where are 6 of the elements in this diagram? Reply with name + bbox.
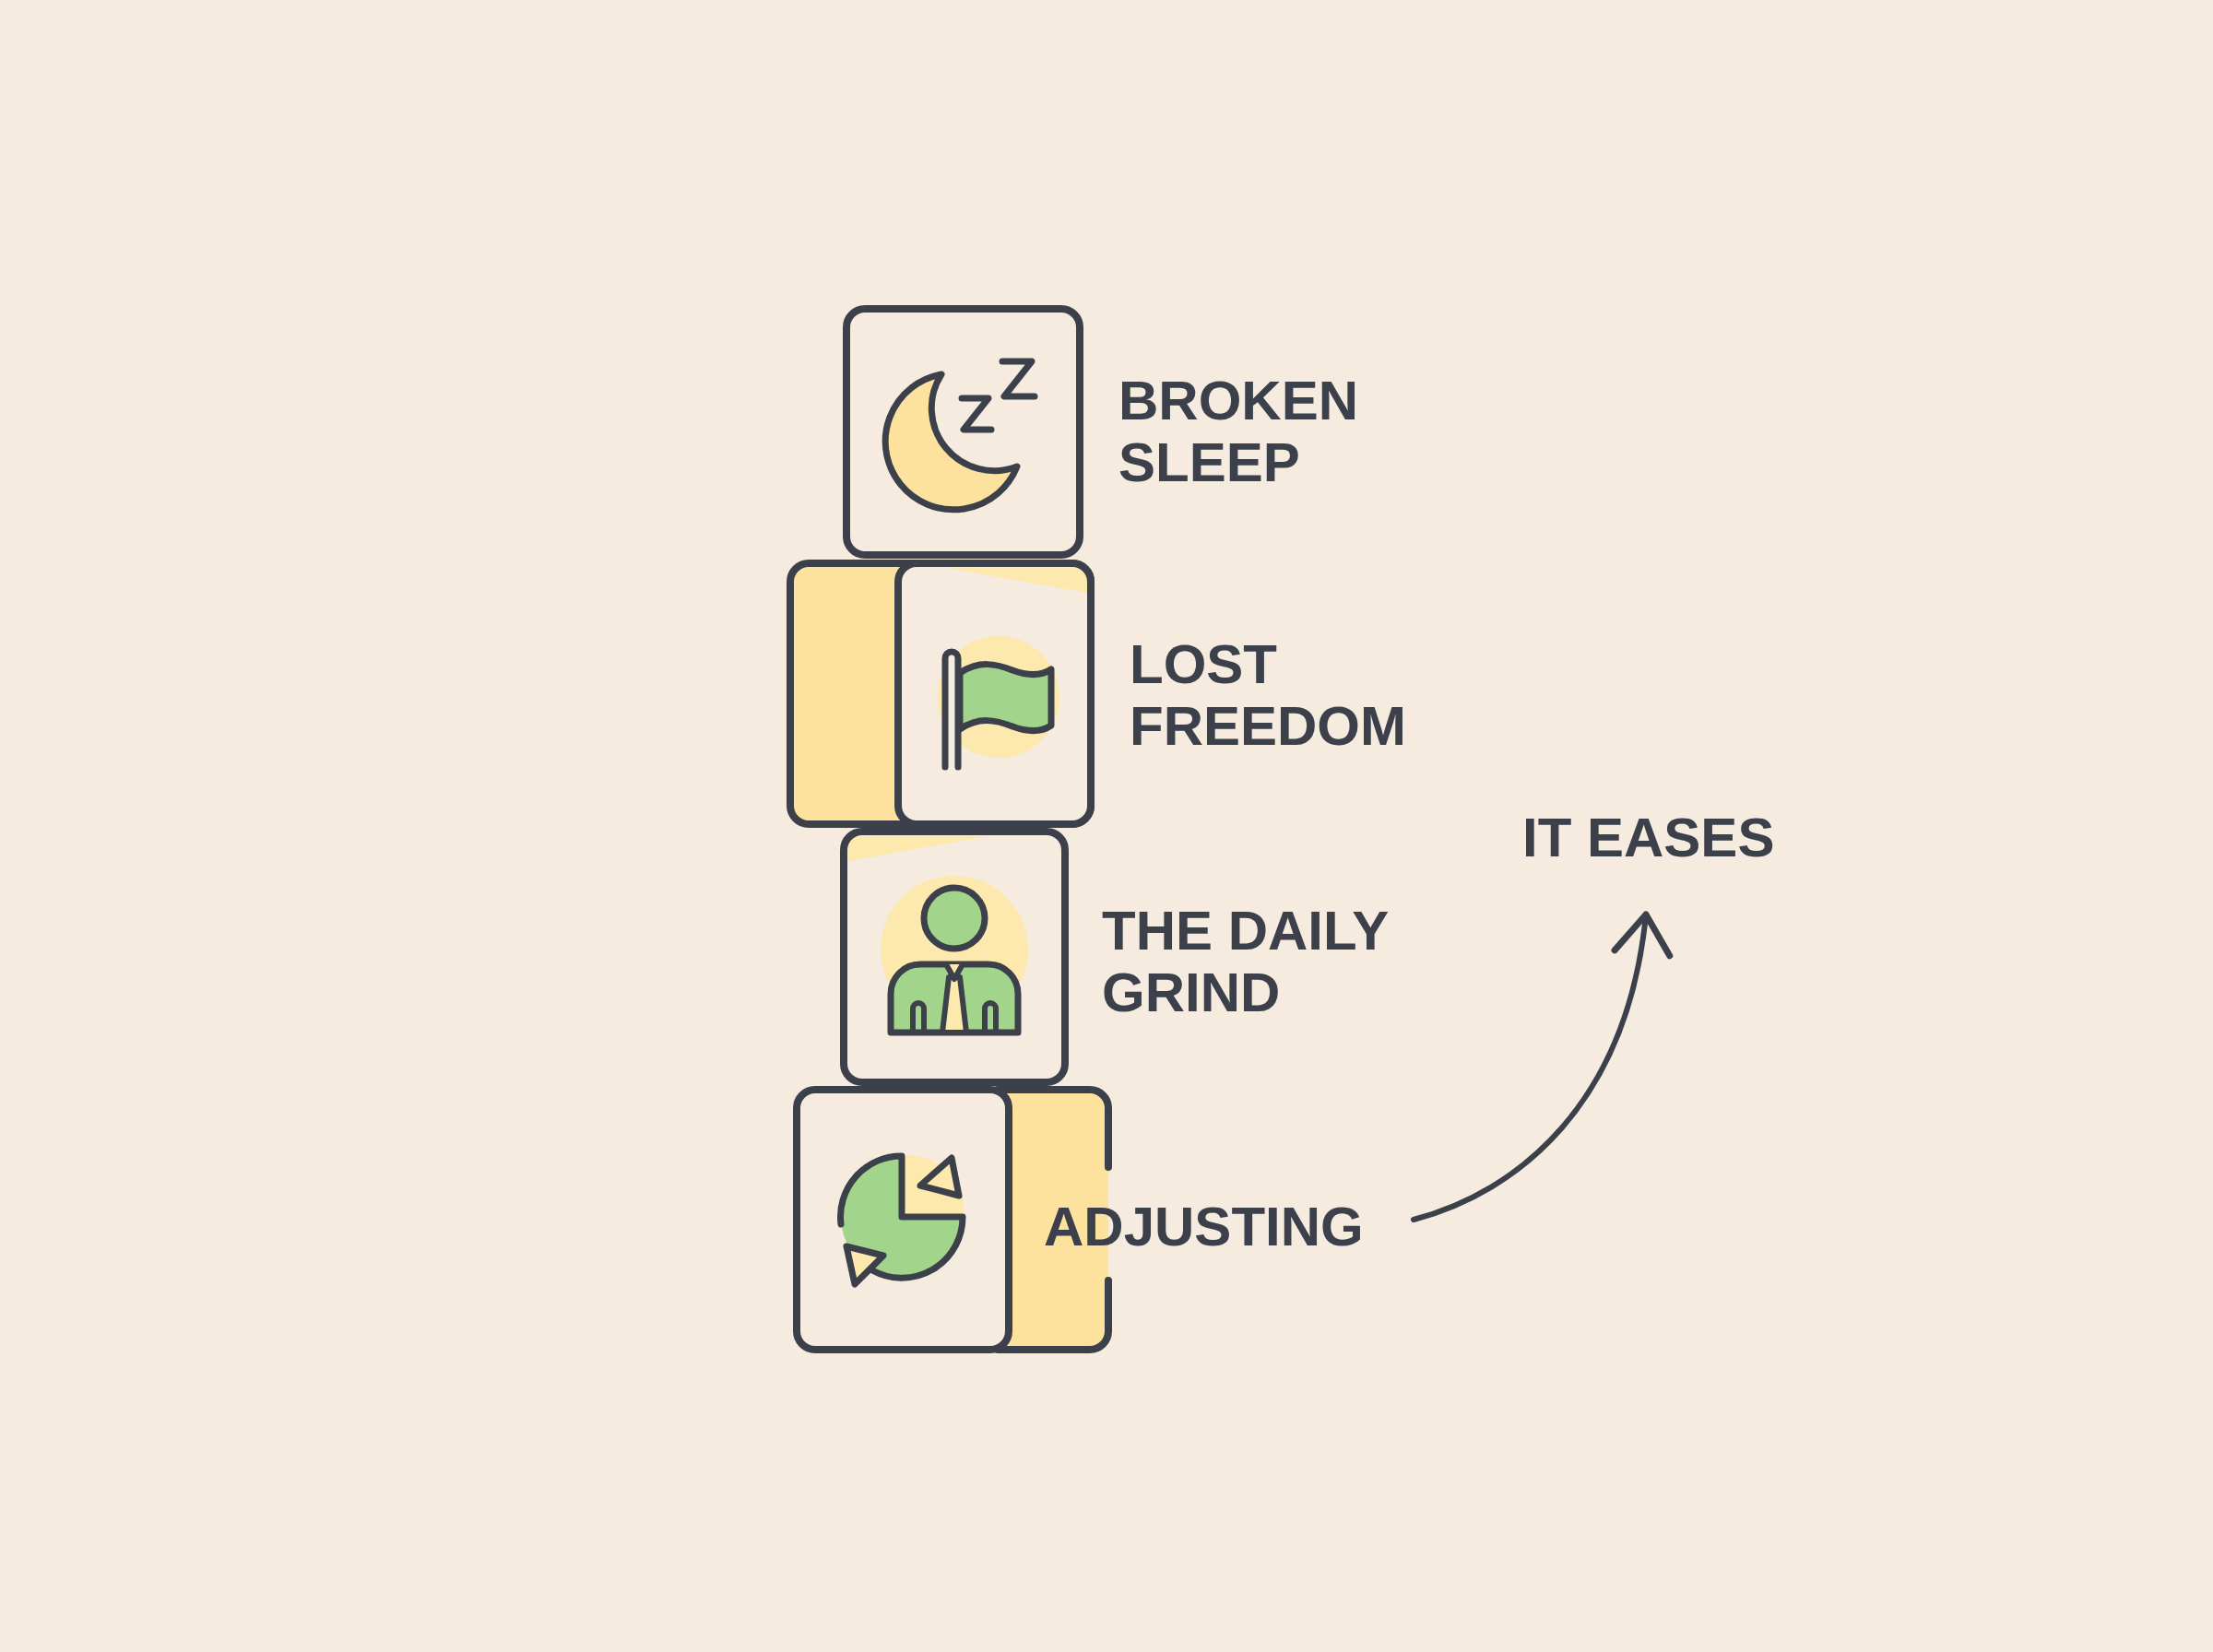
block-label: LOST FREEDOM — [1130, 633, 1407, 757]
block-label: THE DAILY GRIND — [1102, 900, 1390, 1023]
block-label: BROKEN SLEEP — [1118, 370, 1359, 493]
note-text: IT EASES — [1522, 807, 1776, 868]
curved-arrow — [1411, 911, 1672, 1222]
block-label: ADJUSTING — [1044, 1196, 1365, 1257]
